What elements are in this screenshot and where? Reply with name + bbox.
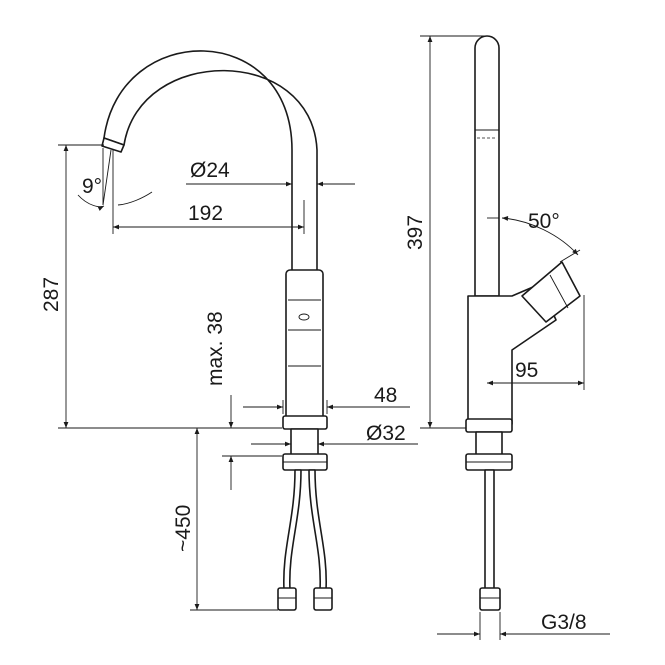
side-spout: [474, 35, 500, 297]
side-connector: [479, 587, 501, 611]
side-shank: [475, 431, 503, 457]
front-hose-left: [282, 469, 302, 591]
label-total-height: 397: [404, 215, 427, 250]
label-spout-reach: 192: [188, 202, 223, 225]
label-lever-angle: 50°: [528, 210, 560, 233]
label-spout-diameter: Ø24: [190, 159, 230, 182]
side-view: [465, 35, 581, 611]
front-aerator: [101, 137, 125, 153]
side-hose: [484, 469, 495, 591]
front-connector-right: [313, 587, 333, 611]
front-dimensions: 9° Ø24 192 287 max. 38 48 Ø32: [40, 144, 418, 611]
front-hose-right: [308, 469, 328, 591]
label-aerator-angle: 9°: [82, 175, 102, 198]
label-deck-thickness: max. 38: [204, 311, 227, 386]
front-body: [285, 269, 324, 421]
side-base: [465, 418, 513, 433]
front-connector-left: [277, 587, 297, 611]
side-dimensions: 397 50° 95 G3/8: [404, 35, 610, 640]
label-lever-reach: 95: [515, 359, 538, 382]
front-base: [282, 415, 328, 430]
label-base-width: 48: [374, 384, 397, 407]
label-shank-diameter: Ø32: [366, 422, 406, 445]
label-outlet-height: 287: [40, 277, 63, 312]
label-connection-thread: G3/8: [541, 611, 587, 634]
front-view: [101, 50, 333, 611]
front-shank: [290, 428, 319, 458]
label-hose-length: ~450: [172, 505, 195, 552]
